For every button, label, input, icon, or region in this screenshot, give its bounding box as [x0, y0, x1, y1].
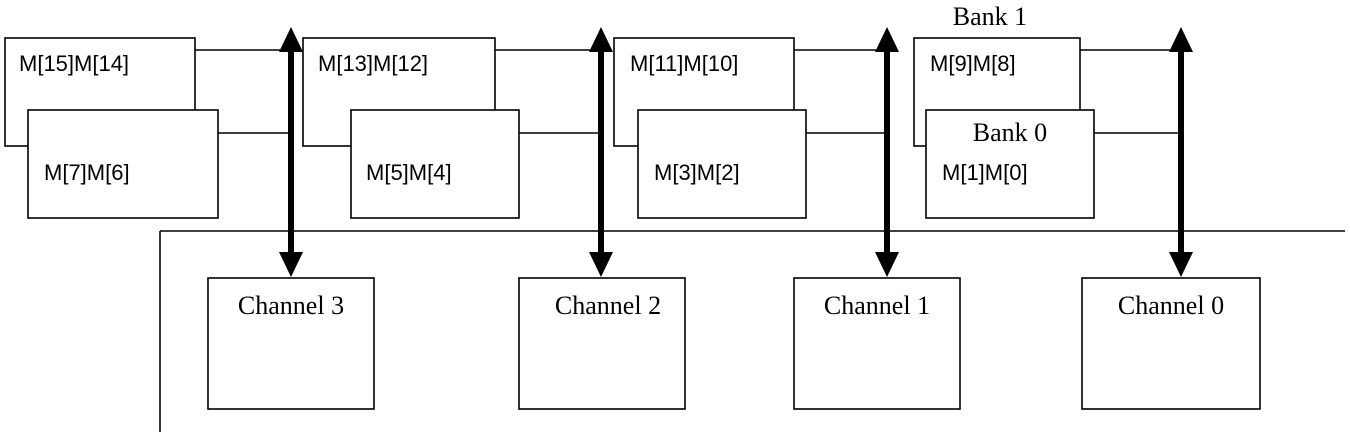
- module-label-m1-m0: M[1]M[0]: [942, 160, 1028, 185]
- module-label-m13-m12: M[13]M[12]: [318, 51, 428, 76]
- channel-box-2: [518, 277, 686, 410]
- channel-label-0: Channel 0: [1118, 291, 1224, 320]
- module-label-m9-m8: M[9]M[8]: [930, 51, 1016, 76]
- bank0-label: Bank 0: [973, 118, 1047, 147]
- module-label-m7-m6: M[7]M[6]: [44, 160, 130, 185]
- channel-label-3: Channel 3: [238, 291, 344, 320]
- module-label-m15-m14: M[15]M[14]: [19, 51, 129, 76]
- channel-label-1: Channel 1: [824, 291, 930, 320]
- bus-arrow-ch0: [1169, 27, 1193, 277]
- module-label-m3-m2: M[3]M[2]: [654, 160, 740, 185]
- channel-label-2: Channel 2: [555, 291, 661, 320]
- module-box-m3-m2: [637, 109, 807, 219]
- module-box-m5-m4: [350, 109, 520, 219]
- module-box-m1-m0: [925, 109, 1095, 219]
- module-label-m5-m4: M[5]M[4]: [366, 160, 452, 185]
- module-box-m7-m6: [27, 109, 219, 219]
- bus-arrow-ch3: [279, 27, 303, 277]
- channel-box-0: [1081, 277, 1261, 410]
- bus-arrow-ch1: [875, 27, 899, 277]
- bus-arrow-ch2: [589, 27, 613, 277]
- bank1-label: Bank 1: [953, 2, 1027, 31]
- module-label-m11-m10: M[11]M[10]: [630, 51, 738, 76]
- channel-box-1: [793, 277, 961, 410]
- channel-box-3: [207, 277, 375, 410]
